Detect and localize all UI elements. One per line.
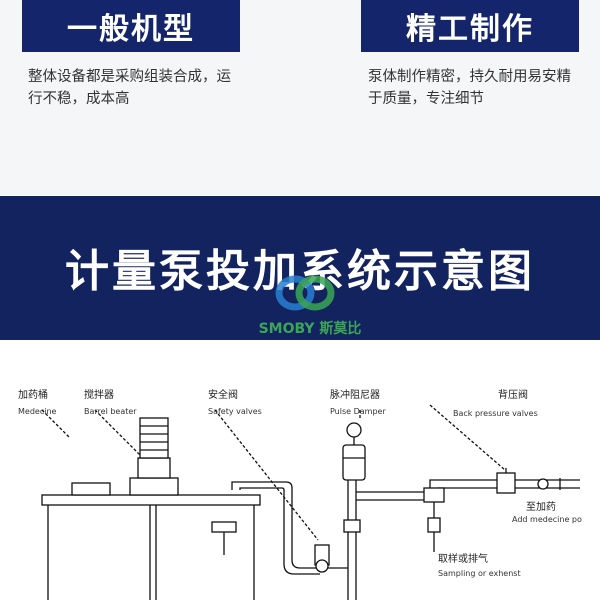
label-sample-en: Sampling or exhenst [438, 569, 521, 578]
label-add-cn: 至加药 [526, 502, 556, 513]
card-desc-precision: 泵体制作精密，持久耐用易安精于质量，专注细节 [368, 69, 571, 107]
label-safety-en: Safety valves [208, 407, 262, 416]
label-sample-cn: 取样或排气 [438, 554, 488, 565]
card-title-general: 一般机型 [22, 0, 240, 52]
label-medecine-en: Medecine [18, 407, 57, 416]
label-pulse-cn: 脉冲阻尼器 [330, 390, 380, 401]
logo-text: SMOBY 斯莫比 [258, 321, 362, 337]
card-desc-general: 整体设备都是采购组装合成，运行不稳，成本高 [28, 69, 231, 107]
label-backp-en: Back pressure valves [453, 409, 538, 418]
label-barrel-cn: 搅拌器 [84, 390, 114, 401]
smoby-logo-icon [275, 275, 335, 311]
label-add-en: Add medecine po [512, 515, 582, 524]
dosing-diagram: 加药桶 Medecine 搅拌器 Barrel beater 安全阀 Safet… [0, 340, 600, 600]
diagram-drawing [41, 404, 580, 600]
label-barrel-en: Barrel beater [84, 407, 137, 416]
label-medecine-cn: 加药桶 [18, 390, 48, 401]
label-pulse-en: Pulse Damper [330, 407, 386, 416]
label-safety-cn: 安全阀 [208, 390, 238, 401]
card-title-precision: 精工制作 [361, 0, 579, 52]
banner [0, 196, 600, 340]
label-backp-cn: 背压阀 [498, 390, 528, 401]
